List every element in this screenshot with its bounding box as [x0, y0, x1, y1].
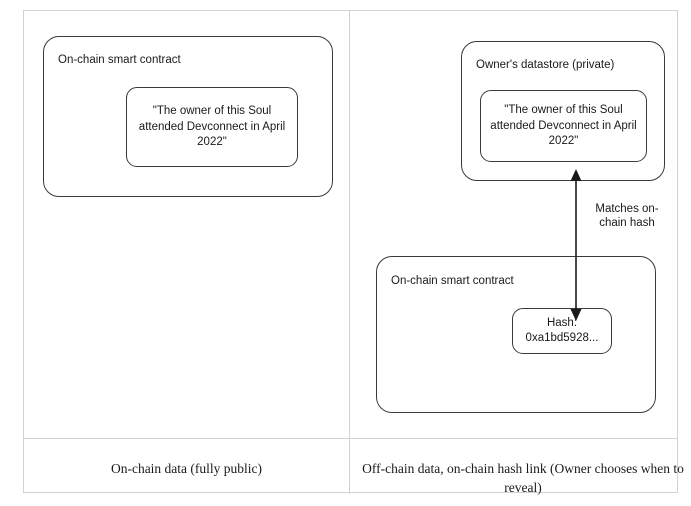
- left-smart-contract-title: On-chain smart contract: [58, 54, 181, 66]
- datastore-claim-text: "The owner of this Soul attended Devconn…: [490, 104, 637, 147]
- arrow-label: Matches on-chain hash: [595, 203, 659, 229]
- left-claim-text: "The owner of this Soul attended Devconn…: [138, 105, 286, 148]
- left-caption: On-chain data (fully public): [110, 461, 263, 476]
- left-claim-box: "The owner of this Soul attended Devconn…: [126, 87, 298, 167]
- right-smart-contract-box: On-chain smart contract Hash: 0xa1bd5928…: [376, 256, 656, 413]
- caption-row-divider: [24, 438, 677, 439]
- comparison-table: On-chain smart contract "The owner of th…: [23, 10, 684, 495]
- datastore-claim-box: "The owner of this Soul attended Devconn…: [480, 90, 647, 162]
- left-smart-contract-box: On-chain smart contract "The owner of th…: [43, 36, 333, 197]
- right-smart-contract-title: On-chain smart contract: [391, 275, 514, 287]
- hash-box: Hash: 0xa1bd5928...: [512, 308, 612, 354]
- right-caption: Off-chain data, on-chain hash link (Owne…: [362, 461, 684, 495]
- hash-label: Hash:: [546, 317, 578, 329]
- owner-datastore-title: Owner's datastore (private): [476, 59, 615, 71]
- hash-match-arrow: [570, 169, 582, 321]
- column-divider: [349, 11, 350, 494]
- owner-datastore-box: Owner's datastore (private) "The owner o…: [461, 41, 665, 181]
- hash-value: 0xa1bd5928...: [525, 332, 599, 344]
